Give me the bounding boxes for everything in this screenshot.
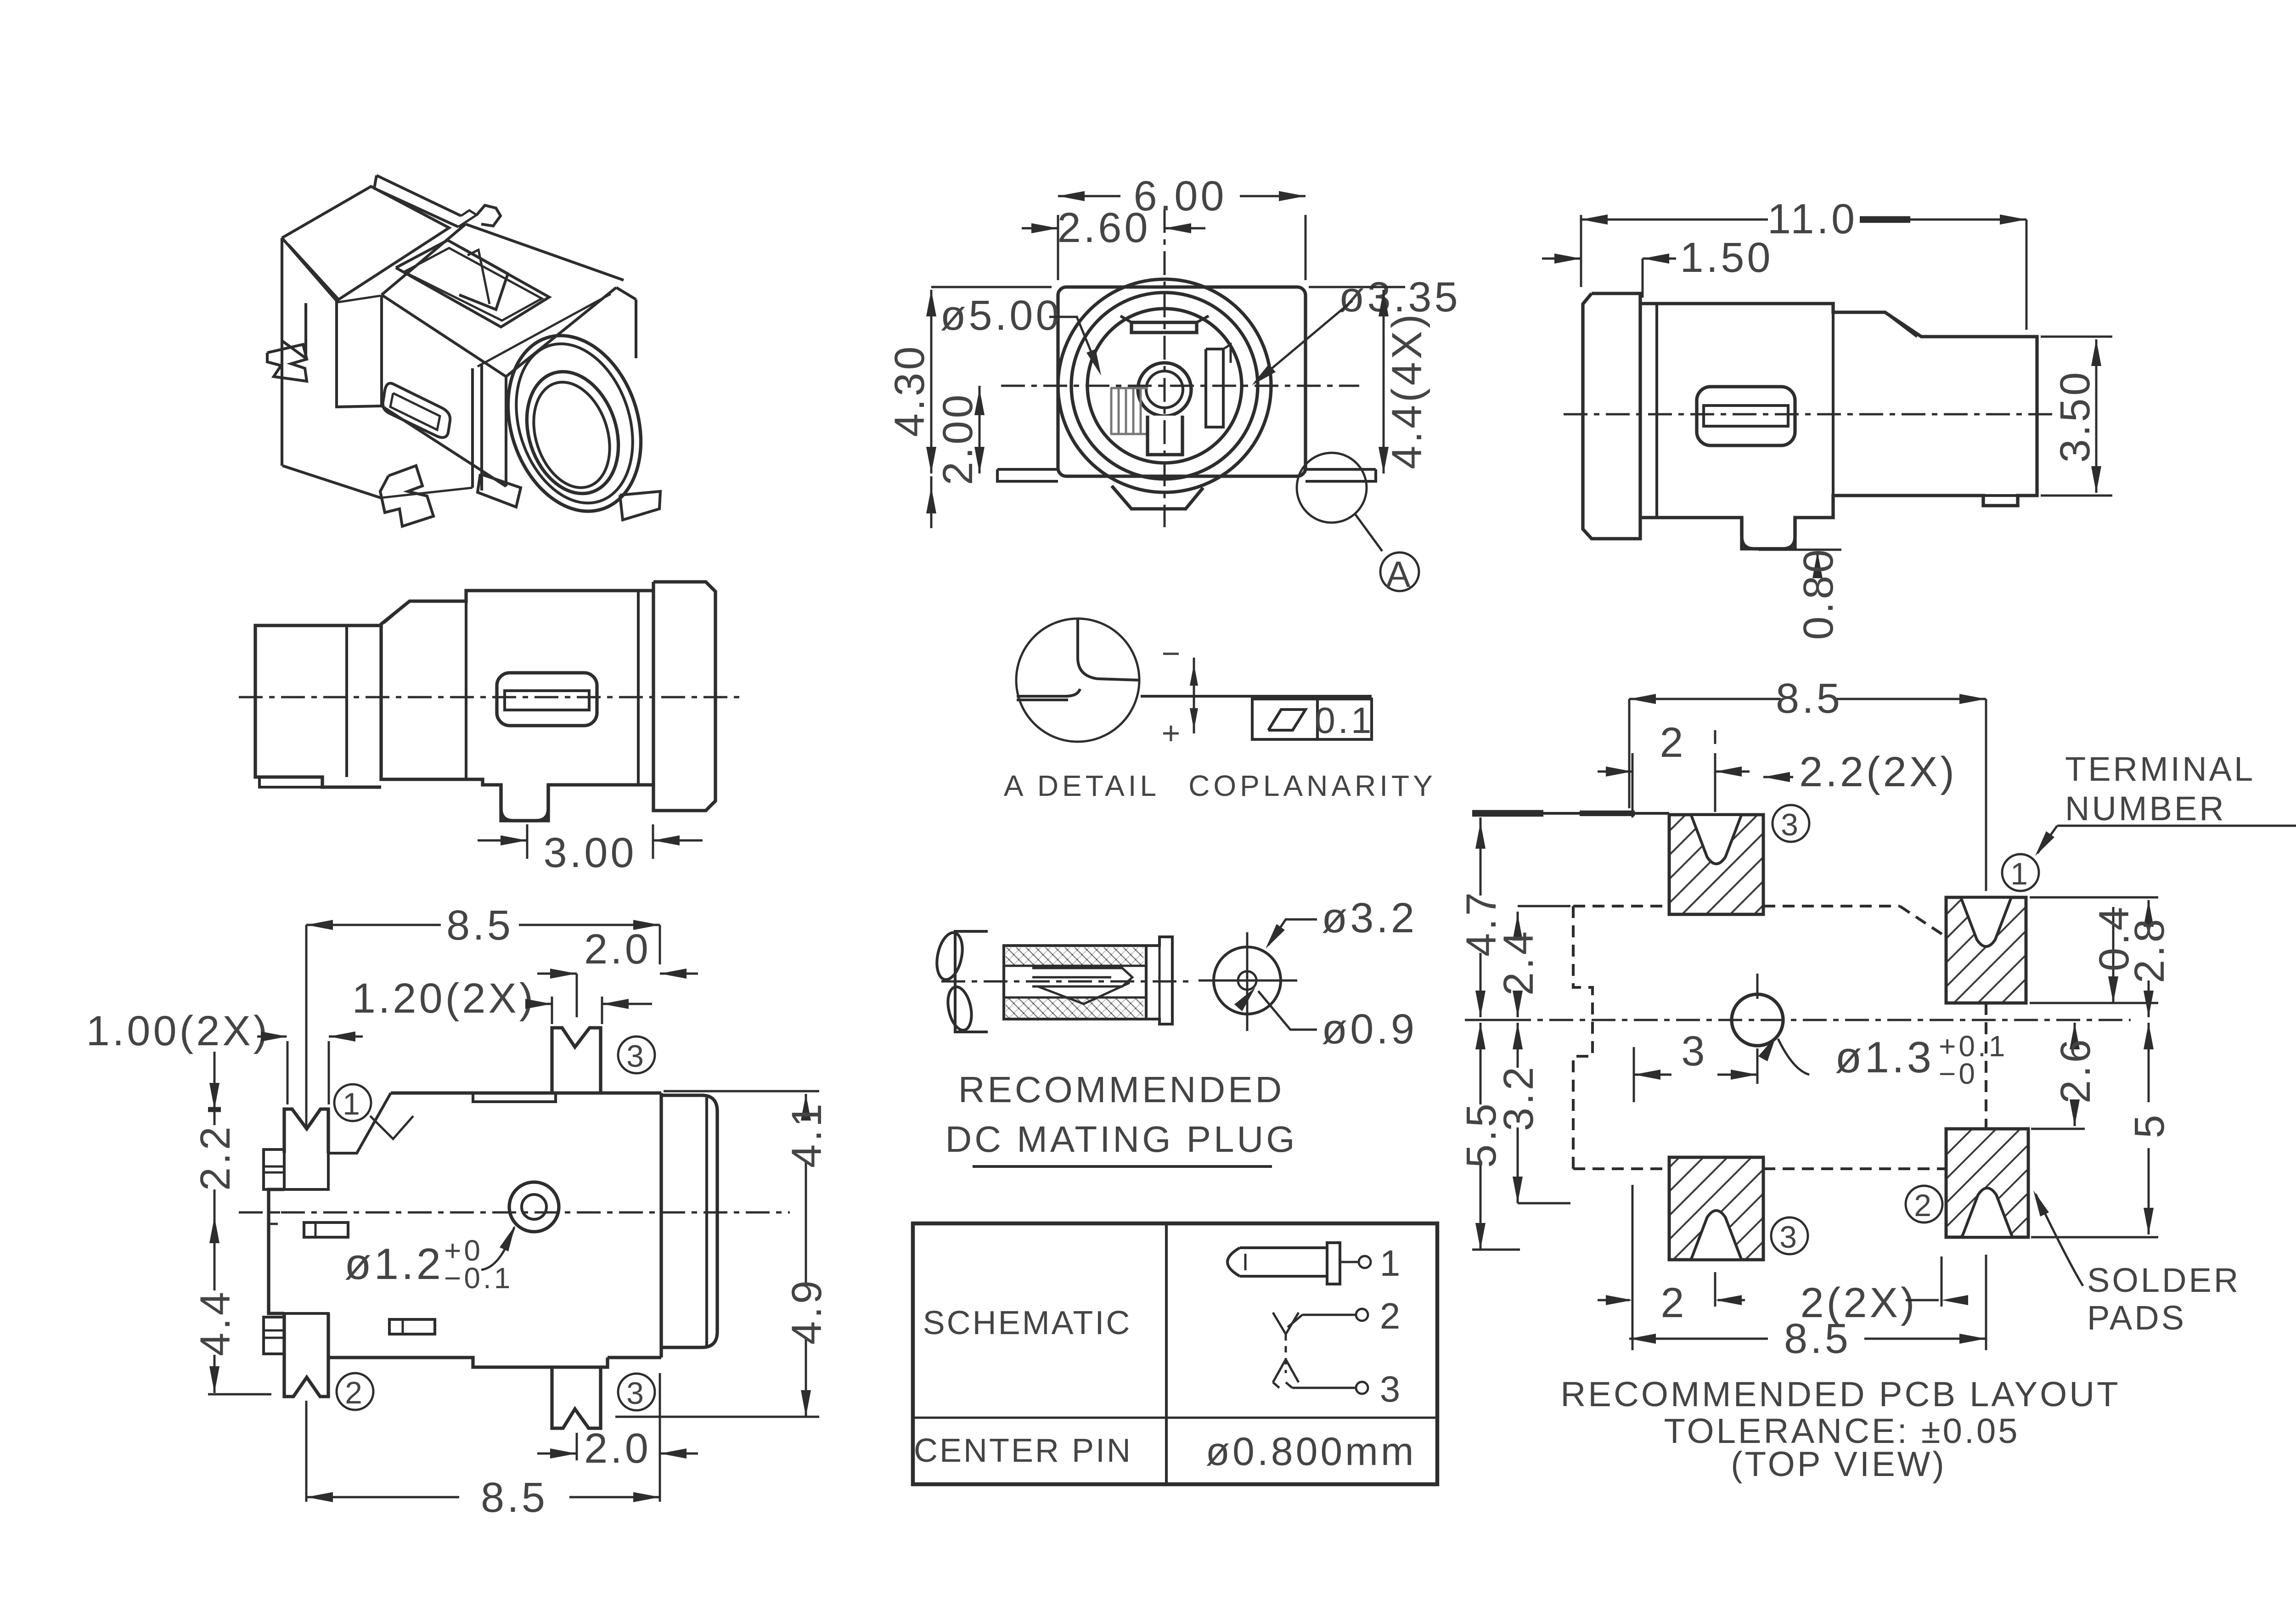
- svg-text:SOLDER: SOLDER: [2087, 1261, 2240, 1299]
- svg-text:SCHEMATIC: SCHEMATIC: [923, 1305, 1132, 1341]
- svg-text:A DETAIL: A DETAIL: [1004, 769, 1160, 802]
- svg-text:−0: −0: [1939, 1057, 1978, 1090]
- svg-text:3: 3: [1681, 1028, 1707, 1075]
- svg-text:COPLANARITY: COPLANARITY: [1188, 769, 1436, 802]
- svg-text:CENTER PIN: CENTER PIN: [914, 1432, 1132, 1469]
- svg-text:ø3.2: ø3.2: [1322, 895, 1417, 941]
- svg-text:2(2X): 2(2X): [1801, 1279, 1918, 1326]
- svg-text:+0: +0: [444, 1234, 483, 1267]
- svg-text:11.0: 11.0: [1767, 196, 1857, 242]
- svg-text:(TOP VIEW): (TOP VIEW): [1731, 1445, 1946, 1484]
- svg-text:RECOMMENDED: RECOMMENDED: [958, 1069, 1284, 1110]
- svg-text:NUMBER: NUMBER: [2065, 789, 2226, 828]
- svg-text:TOLERANCE: ±0.05: TOLERANCE: ±0.05: [1664, 1412, 2020, 1451]
- svg-text:0.4: 0.4: [2091, 904, 2138, 971]
- svg-text:2.6: 2.6: [2052, 1037, 2099, 1104]
- svg-text:ø1.2: ø1.2: [344, 1239, 444, 1289]
- svg-text:2: 2: [1660, 719, 1686, 766]
- svg-text:1: 1: [343, 1087, 363, 1121]
- svg-text:4.4: 4.4: [192, 1289, 239, 1356]
- svg-text:ø5.00: ø5.00: [940, 292, 1062, 339]
- svg-text:ø1.3: ø1.3: [1835, 1033, 1934, 1082]
- svg-text:2.4: 2.4: [1495, 929, 1542, 996]
- svg-text:ø0.800mm: ø0.800mm: [1205, 1430, 1416, 1474]
- svg-text:2.60: 2.60: [1057, 204, 1150, 251]
- svg-text:2: 2: [1380, 1296, 1403, 1336]
- svg-text:1.50: 1.50: [1680, 234, 1773, 281]
- svg-text:+: +: [1162, 715, 1183, 751]
- svg-text:2.0: 2.0: [584, 926, 651, 973]
- svg-text:−0.1: −0.1: [444, 1262, 513, 1295]
- svg-text:6.00: 6.00: [1133, 173, 1227, 220]
- svg-text:4.1: 4.1: [783, 1101, 830, 1168]
- svg-text:TERMINAL: TERMINAL: [2065, 750, 2255, 788]
- svg-text:2.2(2X): 2.2(2X): [1799, 749, 1957, 795]
- svg-text:4.30: 4.30: [886, 344, 933, 437]
- svg-text:8.5: 8.5: [446, 902, 513, 949]
- svg-text:3: 3: [1781, 807, 1801, 842]
- svg-text:+0.1: +0.1: [1939, 1030, 2008, 1063]
- svg-text:DC MATING PLUG: DC MATING PLUG: [945, 1119, 1297, 1160]
- svg-text:3.50: 3.50: [2052, 369, 2099, 462]
- svg-text:5.5: 5.5: [1458, 1101, 1505, 1168]
- svg-text:0.80: 0.80: [1795, 546, 1842, 640]
- svg-text:−: −: [1162, 636, 1183, 671]
- svg-text:3: 3: [626, 1376, 647, 1411]
- svg-text:2.00: 2.00: [934, 392, 981, 485]
- svg-text:PADS: PADS: [2087, 1299, 2186, 1337]
- svg-text:1.20(2X): 1.20(2X): [352, 975, 536, 1022]
- svg-text:2: 2: [1914, 1188, 1934, 1223]
- svg-text:2: 2: [1660, 1279, 1687, 1326]
- svg-text:5: 5: [2126, 1112, 2173, 1138]
- svg-text:4.7: 4.7: [1458, 890, 1505, 957]
- svg-text:8.5: 8.5: [1784, 1315, 1851, 1362]
- svg-text:1: 1: [1380, 1243, 1403, 1284]
- svg-text:3: 3: [1380, 1369, 1403, 1409]
- svg-text:3.00: 3.00: [543, 829, 636, 876]
- svg-text:1.00(2X): 1.00(2X): [86, 1008, 270, 1054]
- svg-text:2.2: 2.2: [192, 1124, 239, 1191]
- svg-text:4.9: 4.9: [783, 1278, 830, 1345]
- svg-text:8.5: 8.5: [481, 1474, 548, 1521]
- svg-text:3: 3: [626, 1039, 647, 1074]
- svg-text:2: 2: [345, 1375, 365, 1410]
- svg-text:3: 3: [1779, 1220, 1800, 1255]
- svg-text:ø3.35: ø3.35: [1339, 274, 1460, 321]
- svg-text:3.2: 3.2: [1495, 1064, 1542, 1131]
- svg-text:ø0.9: ø0.9: [1322, 1006, 1417, 1053]
- svg-text:2.8: 2.8: [2126, 916, 2173, 983]
- svg-text:8.5: 8.5: [1776, 675, 1843, 722]
- svg-text:0.1: 0.1: [1315, 700, 1374, 741]
- svg-text:2.0: 2.0: [584, 1425, 651, 1472]
- svg-text:A: A: [1386, 554, 1413, 595]
- svg-text:4.4(4X): 4.4(4X): [1384, 311, 1430, 469]
- svg-text:1: 1: [2010, 856, 2031, 891]
- svg-text:RECOMMENDED PCB LAYOUT: RECOMMENDED PCB LAYOUT: [1560, 1375, 2120, 1414]
